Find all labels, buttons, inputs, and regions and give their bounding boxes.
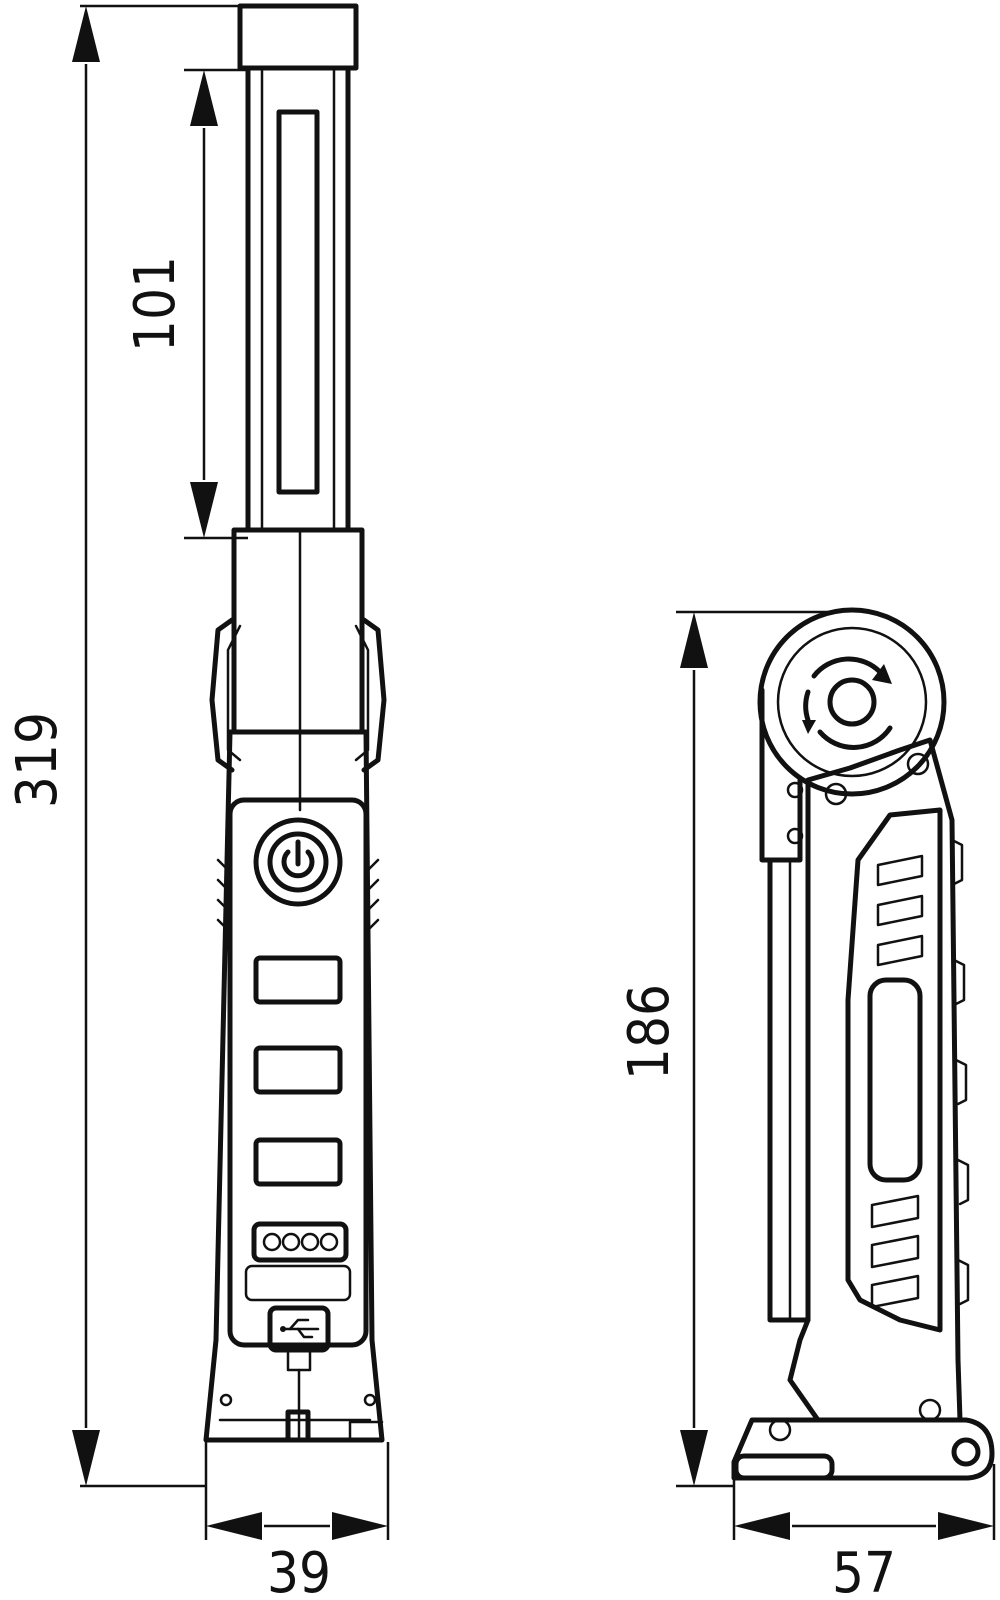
front-left-clip (209, 617, 235, 773)
front-base-slot (285, 1409, 311, 1443)
dimension-overall-height: 319 (5, 4, 240, 1488)
dimension-light-bar: 101 (123, 68, 248, 540)
dimension-folded-height: 186 (617, 610, 830, 1488)
front-top-cap (237, 3, 359, 71)
light-bar-length-label: 101 (123, 256, 188, 352)
front-upper-tube (245, 65, 351, 533)
front-button-1 (253, 955, 343, 1005)
front-right-clip (361, 617, 387, 773)
power-button-ring (253, 817, 343, 907)
folded-height-label: 186 (617, 984, 682, 1080)
front-width-label: 39 (267, 1541, 331, 1600)
side-grip-panel (845, 807, 943, 1333)
side-depth-label: 57 (832, 1541, 896, 1600)
usb-icon (280, 1318, 320, 1339)
usb-port (267, 1305, 331, 1353)
battery-indicator (251, 1221, 349, 1263)
side-hang-hole (951, 1437, 981, 1467)
front-face-plate (227, 797, 369, 1348)
front-body (203, 729, 385, 1443)
front-button-2 (253, 1045, 343, 1095)
dimension-side-depth: 57 (732, 1464, 996, 1600)
front-view (203, 3, 387, 1443)
pivot-knob (827, 677, 877, 727)
front-button-3 (253, 1137, 343, 1187)
side-base-foot (731, 1417, 995, 1481)
front-led-strip (276, 109, 320, 495)
side-grip-window (867, 977, 923, 1183)
overall-height-label: 319 (5, 712, 70, 808)
rotate-arrows-icon (802, 656, 893, 750)
side-body (787, 737, 963, 1423)
power-icon (267, 831, 329, 893)
front-neck (231, 527, 365, 735)
side-folded-arm (759, 687, 803, 863)
dimension-front-width: 39 (204, 1442, 390, 1600)
side-view (731, 607, 995, 1481)
